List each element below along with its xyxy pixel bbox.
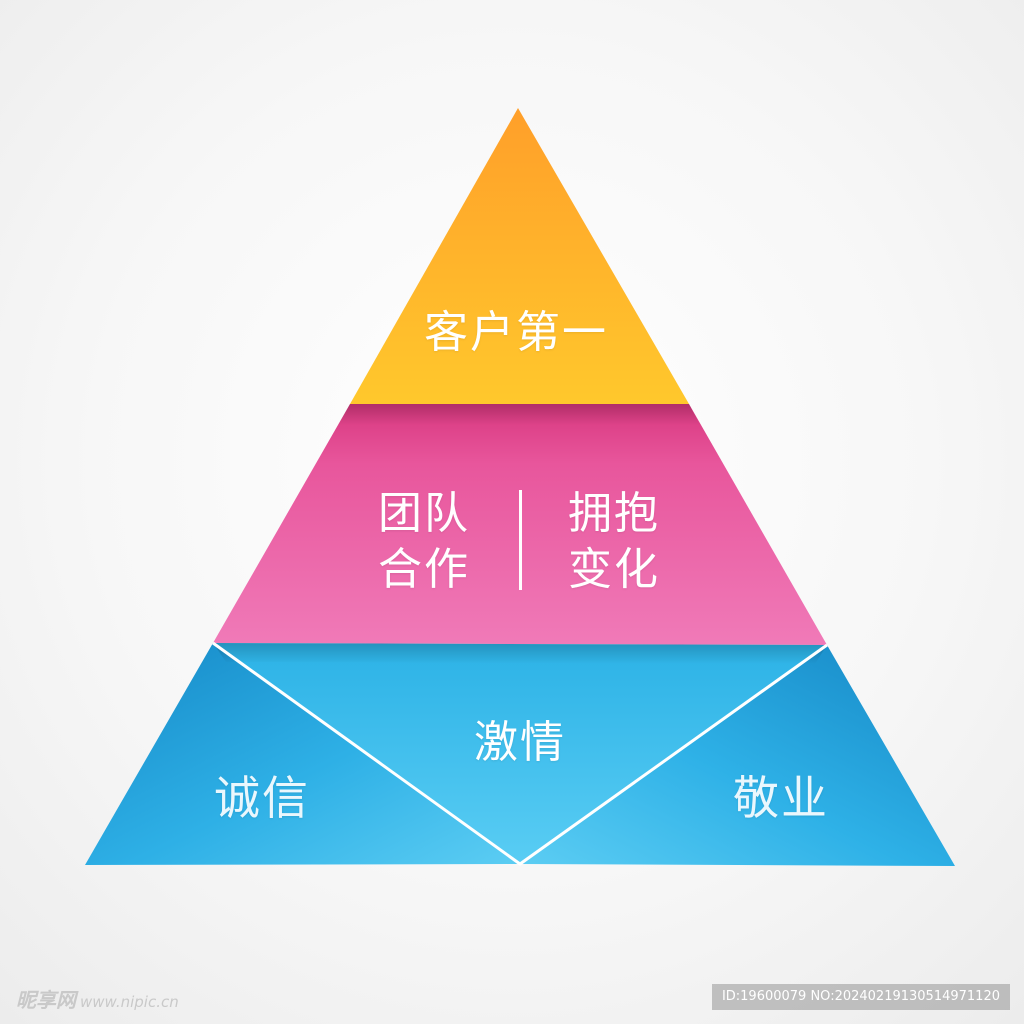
tier-middle-right-label: 拥抱 变化 <box>568 486 660 598</box>
tier-bottom-fold-shadow <box>213 643 827 664</box>
fold-lines <box>212 641 828 866</box>
tier-top <box>350 108 689 404</box>
tier-bottom-center-label: 激情 <box>474 717 566 768</box>
tier-bottom-left <box>85 643 520 865</box>
tier-middle-left-label: 团队 合作 <box>378 486 470 598</box>
tier-bottom-right <box>520 645 955 866</box>
tier-middle-right-line2: 变化 <box>568 544 660 595</box>
tier-bottom-center <box>213 643 827 864</box>
tier-bottom-right-label: 敬业 <box>733 771 829 825</box>
tier-top-label: 客户第一 <box>424 307 608 358</box>
watermark-logo-text: 昵享网 <box>16 988 76 1012</box>
tier-middle-right-line1: 拥抱 <box>568 488 660 539</box>
watermark-id: ID:19600079 NO:20240219130514971120 <box>711 984 1010 1010</box>
watermark-site: www.nipic.cn <box>80 993 179 1011</box>
tier-middle-fold-shadow <box>338 404 700 425</box>
tier-middle-divider <box>519 490 522 590</box>
tier-middle-left-line1: 团队 <box>378 488 470 539</box>
tier-bottom-left-label: 诚信 <box>214 771 310 825</box>
tier-middle-left-line2: 合作 <box>378 544 470 595</box>
